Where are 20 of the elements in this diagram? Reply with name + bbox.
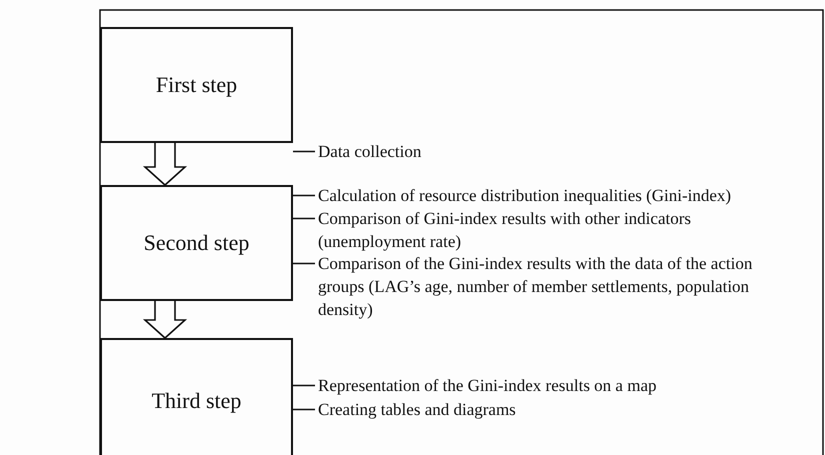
leader-line [293,384,315,386]
step-title: Second step [144,230,250,256]
step-description: Creating tables and diagrams [318,399,517,421]
leader-line [293,150,315,152]
step-title: First step [156,72,238,98]
step-description: Data collection [318,141,422,163]
step-description: Representation of the Gini-index results on a map [318,375,658,397]
step-title: Third step [152,388,242,414]
step-description: Calculation of resource distribution inequalities (Gini-index) [318,185,732,207]
step-description: Comparison of the Gini-index results with the data of the action groups (LAG’s age, number of member settlements, population density) [318,253,754,321]
leader-line [293,194,315,196]
hollow-arrow [142,300,188,340]
leader-line [293,408,315,410]
leader-line [293,218,315,220]
hollow-arrow [142,142,188,186]
step-description: Comparison of Gini-index results with other indicators (unemployment rate) [318,208,692,253]
leader-line [293,262,315,264]
process-box [100,185,293,301]
process-box [100,27,293,143]
process-box [100,338,293,455]
